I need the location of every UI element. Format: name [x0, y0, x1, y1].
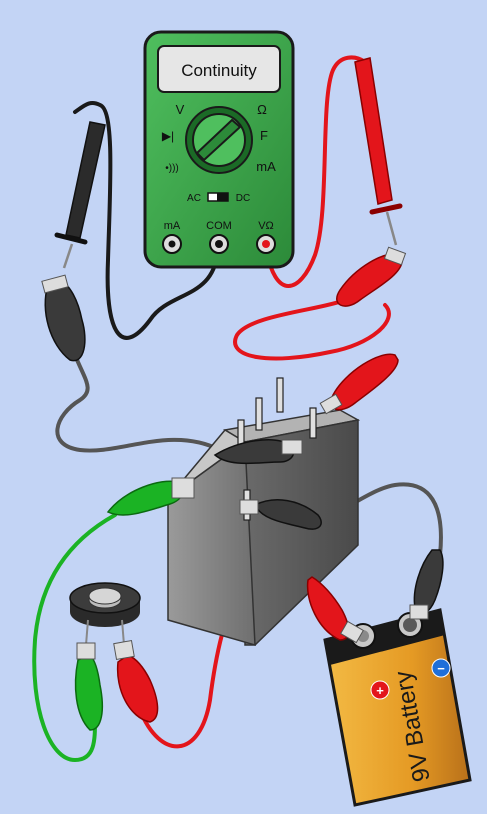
multimeter-display [157, 45, 281, 93]
black-alligator-clip-probe[interactable] [41, 274, 86, 362]
jack-label-ma: mA [164, 220, 181, 232]
jack-com-plug [215, 240, 223, 248]
jack-label-com: COM [206, 220, 232, 232]
red-probe[interactable] [354, 57, 403, 246]
dial-label-milliamps: mA [256, 159, 276, 174]
dial-label-farads: F [260, 128, 268, 143]
red-alligator-clip-relay[interactable] [319, 353, 399, 415]
jack-label-vohm: VΩ [258, 220, 274, 232]
battery-plus-symbol: + [376, 683, 384, 698]
relay-pin-2 [276, 377, 284, 413]
dial-pointer-icon [195, 118, 242, 162]
green-alligator-clip-buzzer[interactable] [74, 642, 103, 731]
black-alligator-clip-relay-top[interactable] [213, 439, 303, 465]
dial-label-ohms: Ω [257, 102, 267, 117]
buzzer-disc-top [88, 587, 122, 605]
jack-ma-hole [168, 240, 176, 248]
jack-vohm-plug [262, 240, 270, 248]
battery-terminal-negative-center [403, 618, 417, 632]
black-alligator-clip-relay-side[interactable] [239, 499, 322, 530]
buzzer-lead-2 [121, 619, 125, 646]
red-alligator-clip-battery[interactable] [306, 576, 364, 644]
black-alligator-clip-battery[interactable] [409, 549, 444, 620]
switch-label-ac: AC [187, 193, 201, 204]
buzzer-lead-1 [85, 619, 89, 646]
black-probe-guard [54, 232, 88, 245]
buzzer [69, 582, 141, 646]
wire-red-v-to-probe [264, 55, 367, 288]
red-alligator-clip-probe[interactable] [336, 246, 407, 307]
black-probe-handle [65, 121, 106, 239]
black-probe-tip [62, 243, 74, 269]
battery: + − 9V Battery [323, 608, 472, 807]
black-probe[interactable] [54, 121, 106, 269]
wire-green-relay-to-buzzer [32, 513, 117, 763]
switch-label-dc: DC [236, 193, 250, 204]
red-alligator-clip-buzzer[interactable] [113, 639, 159, 723]
battery-minus-symbol: − [437, 661, 445, 676]
red-probe-guard [369, 203, 403, 215]
ac-dc-switch-knob [217, 193, 228, 201]
wire-red-probe-clip-to-relay [233, 298, 391, 361]
display-text: Continuity [181, 61, 257, 80]
red-probe-tip [385, 211, 398, 246]
green-alligator-clip-relay[interactable] [106, 477, 195, 516]
relay-front [167, 440, 256, 647]
wire-gray-probe-to-relay [55, 353, 222, 453]
relay-pin-1 [255, 397, 263, 431]
wire-black-com-to-probe [73, 101, 220, 340]
relay-pin-3 [309, 407, 317, 439]
red-probe-handle [354, 57, 393, 205]
dial-label-volts: V [176, 102, 185, 117]
multimeter: Continuity V Ω ▶| F •))) mA AC DC mA COM… [143, 30, 295, 269]
dial-label-diode: ▶| [162, 129, 174, 143]
battery-plus-badge [370, 680, 390, 700]
dial-label-sound: •))) [165, 163, 179, 174]
battery-minus-badge [431, 658, 451, 678]
